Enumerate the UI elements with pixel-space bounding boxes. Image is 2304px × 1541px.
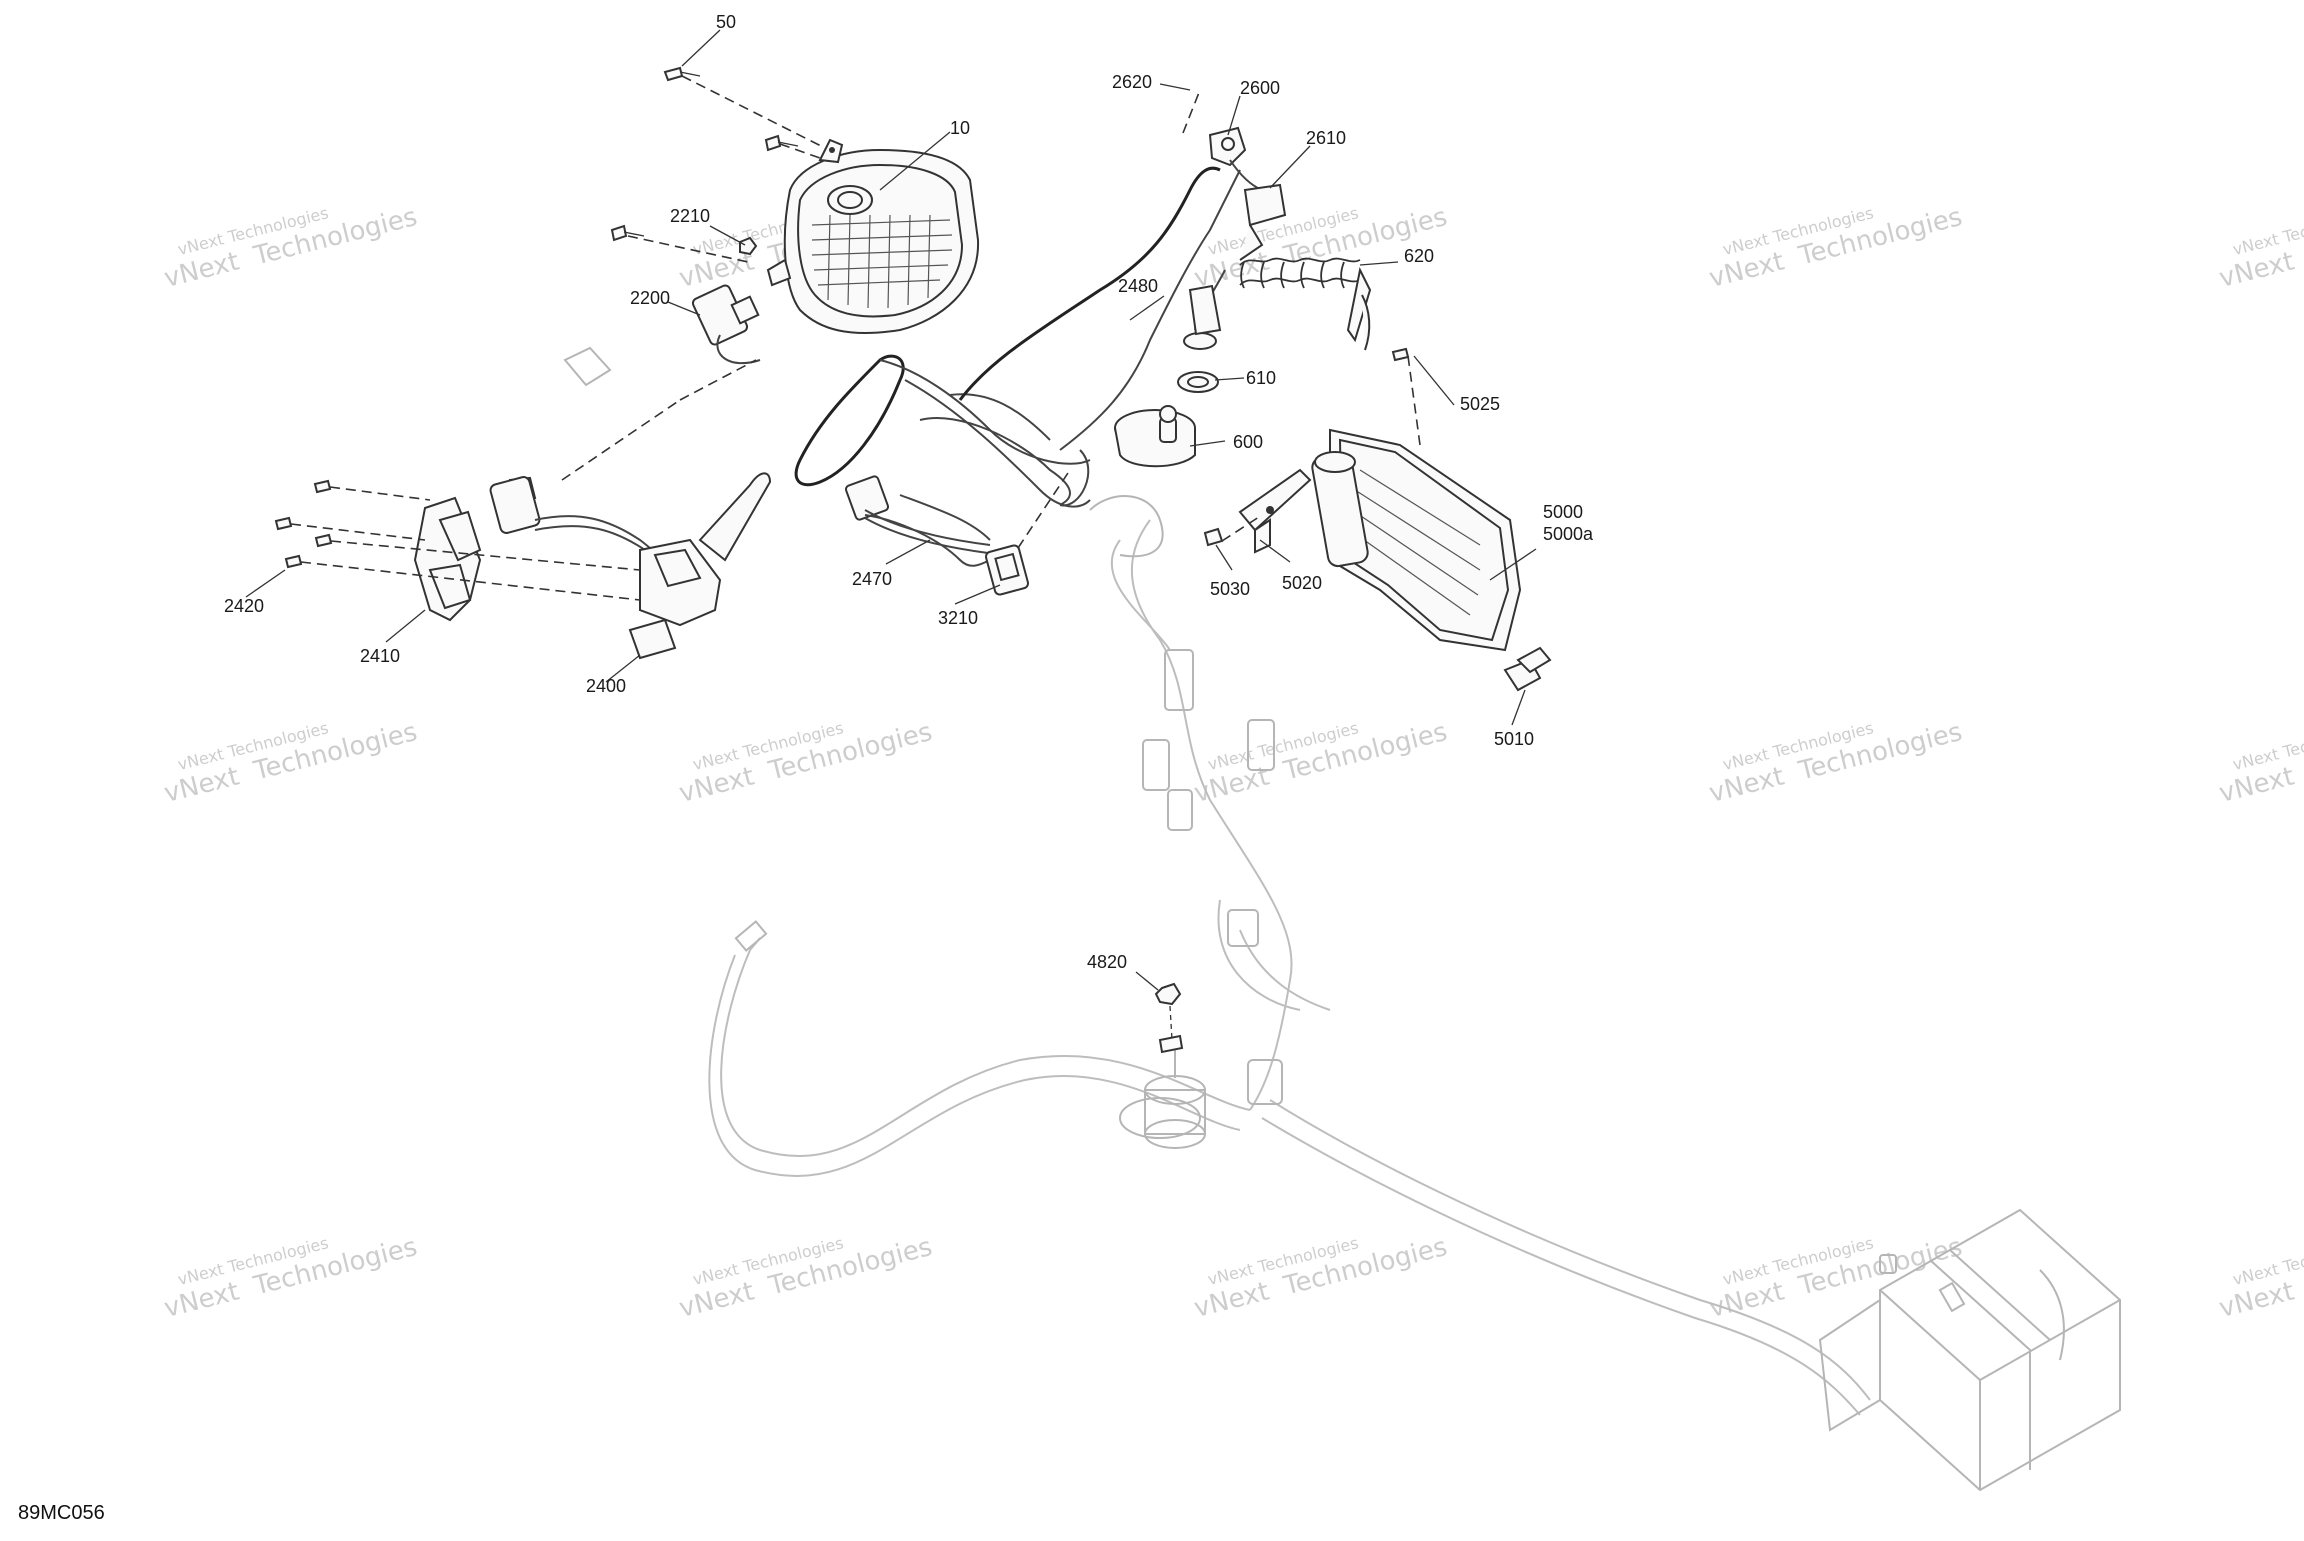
callout-50: 50	[716, 12, 736, 32]
callout-5030: 5030	[1210, 579, 1250, 599]
callout-5010: 5010	[1494, 729, 1534, 749]
assembly-lines	[290, 75, 1421, 601]
dess-switch-assembly	[1114, 126, 1372, 468]
watermark: vNext Technologies vNext Technologies	[2216, 202, 2304, 294]
callout-4820: 4820	[1087, 952, 1127, 972]
callout-610: 610	[1246, 368, 1276, 388]
watermark: vNext Technologies vNext Technologies	[1191, 1232, 1450, 1324]
callout-5025: 5025	[1460, 394, 1500, 414]
callout-2200: 2200	[630, 288, 670, 308]
watermark: vNext Technologies vNext Technologies	[2216, 717, 2304, 809]
callout-2210: 2210	[670, 206, 710, 226]
callout-10: 10	[950, 118, 970, 138]
watermark: vNext Technologies vNext Technologies	[1191, 717, 1450, 809]
main-harness-ghost	[708, 495, 1871, 1416]
watermark-layer: vNext Technologies vNext Technologies vN…	[161, 202, 2304, 1324]
watermark: vNext Technologies vNext Technologies	[1706, 1232, 1965, 1324]
watermark: vNext Technologies vNext Technologies	[1706, 202, 1965, 294]
watermark: vNext Technologies vNext Technologies	[161, 1232, 420, 1324]
callout-2620: 2620	[1112, 72, 1152, 92]
leader-lines	[245, 29, 1537, 991]
watermark: vNext Technologies vNext Technologies	[161, 202, 420, 294]
callout-5020: 5020	[1282, 573, 1322, 593]
callout-2480: 2480	[1118, 276, 1158, 296]
callout-5000a: 5000a	[1543, 524, 1594, 544]
callout-2410: 2410	[360, 646, 400, 666]
callout-3210: 3210	[938, 608, 978, 628]
watermark: vNext Technologies vNext Technologies	[1706, 717, 1965, 809]
watermark: vNext Technologies vNext Technologies	[161, 717, 420, 809]
battery	[1818, 1208, 2121, 1492]
callout-5000: 5000	[1543, 502, 1583, 522]
gauge-cluster	[563, 66, 980, 387]
watermark: vNext Technologies vNext Technologies	[676, 717, 935, 809]
diagram-code: 89MC056	[18, 1502, 105, 1524]
callout-2420: 2420	[224, 596, 264, 616]
ecm-module	[1203, 347, 1552, 692]
callout-labels: 50 10 2210 2200 2620 2600 2610 620 2480 …	[224, 12, 1594, 972]
callout-2470: 2470	[852, 569, 892, 589]
watermark: vNext Technologies vNext Technologies	[676, 1232, 935, 1324]
callout-620: 620	[1404, 246, 1434, 266]
screw-group	[610, 66, 799, 242]
handlebar-switch	[274, 472, 772, 660]
steering-harness	[794, 166, 1241, 554]
connector-3210	[864, 514, 1029, 596]
callout-2400: 2400	[586, 676, 626, 696]
callout-2610: 2610	[1306, 128, 1346, 148]
watermark: vNext Technologies vNext Technologies	[2216, 1232, 2304, 1324]
nut-4820	[1154, 982, 1184, 1054]
callout-600: 600	[1233, 432, 1263, 452]
lanyard-coil	[1239, 257, 1361, 289]
callout-2600: 2600	[1240, 78, 1280, 98]
